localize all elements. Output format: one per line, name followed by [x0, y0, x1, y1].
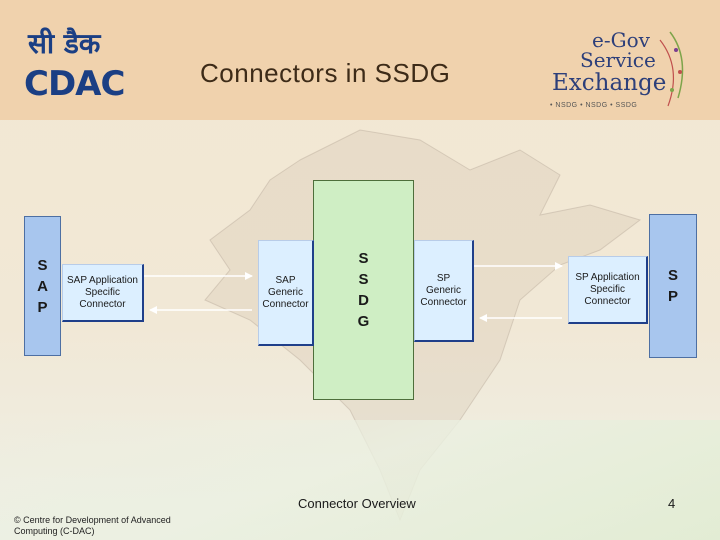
copyright-notice: © Centre for Development of Advanced Com…: [14, 515, 171, 536]
sp-application-specific-connector: SP Application Specific Connector: [568, 256, 648, 324]
cdac-logo-hindi: सी डैक: [28, 27, 101, 60]
slide-title: Connectors in SSDG: [200, 58, 451, 88]
page-number: 4: [668, 496, 676, 511]
egov-logo-line1: e-Gov: [592, 28, 650, 52]
sap-generic-connector-label: SAP Generic Connector: [262, 274, 309, 310]
sp-generic-connector-label: SP Generic Connector: [420, 272, 467, 308]
sap-application-specific-connector: SAP Application Specific Connector: [62, 264, 144, 322]
diagram-caption: Connector Overview: [298, 496, 416, 511]
ssdg-box: S S D G: [313, 180, 414, 400]
sp-generic-connector: SP Generic Connector: [414, 240, 474, 342]
egov-logo-tagline: • NSDG • NSDG • SSDG: [550, 102, 638, 109]
sap-application-specific-connector-label: SAP Application Specific Connector: [67, 274, 138, 310]
sp-box: S P: [649, 214, 697, 358]
sp-label: S P: [667, 267, 678, 305]
footer-band: [0, 420, 720, 540]
cdac-logo: CDAC: [24, 64, 125, 104]
egov-logo: e-Gov Service Exchange • NSDG • NSDG • S…: [550, 28, 700, 118]
sp-application-specific-connector-label: SP Application Specific Connector: [575, 271, 640, 307]
header-band: [0, 0, 720, 120]
ssdg-label: S S D G: [357, 250, 370, 330]
sap-generic-connector: SAP Generic Connector: [258, 240, 314, 346]
egov-swoosh-icon: [659, 31, 684, 107]
sap-label: S A P: [37, 256, 48, 316]
sap-box: S A P: [24, 216, 61, 356]
egov-logo-line3: Exchange: [552, 70, 667, 96]
egov-logo-line2: Service: [580, 48, 656, 72]
